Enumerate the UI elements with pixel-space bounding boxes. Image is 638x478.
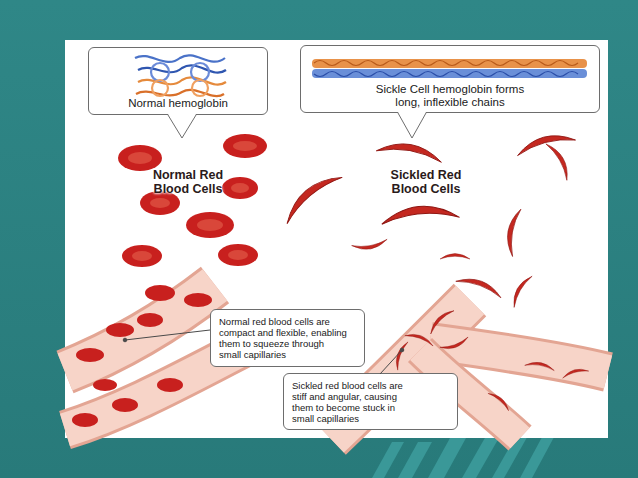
molecule-callout: Sickle Cell hemoglobin forms long, infle… xyxy=(300,45,600,113)
red-cell xyxy=(137,313,163,327)
sickle-cell xyxy=(515,129,576,155)
callout-text: Normal hemoglobin xyxy=(128,97,228,110)
callout-text: Normal red blood cells are compact and f… xyxy=(219,316,347,360)
sickle-cell xyxy=(279,167,343,223)
callout-text: Sickle Cell hemoglobin forms long, infle… xyxy=(363,83,538,109)
callout-text: Sickled red blood cells are stiff and an… xyxy=(292,380,414,424)
sickle-cell xyxy=(456,273,504,298)
sickle-cell xyxy=(561,366,588,378)
callout-tail xyxy=(398,112,426,138)
sickle-cell xyxy=(546,140,574,180)
red-cell xyxy=(112,398,138,412)
sickle-cell xyxy=(426,306,454,334)
stripe xyxy=(428,438,466,478)
leader-line xyxy=(380,350,402,374)
sickle-cell xyxy=(381,203,460,224)
red-cell xyxy=(157,378,183,392)
red-cell xyxy=(76,348,104,362)
callout-tail xyxy=(168,114,196,138)
stripe xyxy=(372,442,404,478)
sickle-cell xyxy=(405,331,435,346)
stripe xyxy=(462,436,500,478)
cell-type-label: Normal Red Blood Cells xyxy=(138,168,238,196)
red-cell xyxy=(72,413,98,427)
sickle-cell xyxy=(440,254,470,260)
molecule-callout: Normal hemoglobin xyxy=(88,47,268,115)
sickle-cell xyxy=(488,390,512,411)
red-cell-center xyxy=(128,152,152,164)
red-cell xyxy=(106,323,134,337)
cell-callout: Normal red blood cells are compact and f… xyxy=(210,309,365,367)
red-cell-center xyxy=(228,250,248,260)
red-cell-center xyxy=(231,183,249,193)
red-cell xyxy=(93,379,117,391)
leader-line xyxy=(125,330,210,340)
callout-tails xyxy=(168,112,426,138)
red-cell xyxy=(222,177,258,199)
cell-callout: Sickled red blood cells are stiff and an… xyxy=(283,373,458,430)
normal-red-cells xyxy=(72,134,267,427)
red-cell xyxy=(145,285,175,301)
sickle-cell xyxy=(393,340,408,370)
sickle-cell xyxy=(352,239,389,252)
sickle-cell xyxy=(504,208,521,257)
blood-vessels xyxy=(65,285,608,438)
red-cell-center xyxy=(132,251,152,261)
red-cell-center xyxy=(197,219,223,231)
sickle-cell xyxy=(508,273,532,307)
red-cell xyxy=(223,134,267,158)
callout-tail-edge xyxy=(398,113,426,138)
red-cell-center xyxy=(233,141,257,151)
red-cell xyxy=(186,212,234,238)
cell-type-label: Sickled Red Blood Cells xyxy=(372,168,480,196)
red-cell xyxy=(122,245,162,267)
red-cell xyxy=(184,293,212,307)
red-cell xyxy=(118,145,162,171)
stripe xyxy=(398,442,432,478)
sickle-cell xyxy=(376,139,443,162)
red-cell xyxy=(218,244,258,266)
callout-tail-edge xyxy=(168,115,196,138)
red-cell-center xyxy=(150,198,170,208)
sickle-cell xyxy=(440,337,470,352)
sickled-red-cells xyxy=(279,129,589,410)
sickle-cell xyxy=(525,360,555,371)
leader-dot xyxy=(400,348,404,352)
leader-dot xyxy=(123,338,127,342)
white-panel xyxy=(65,40,608,438)
